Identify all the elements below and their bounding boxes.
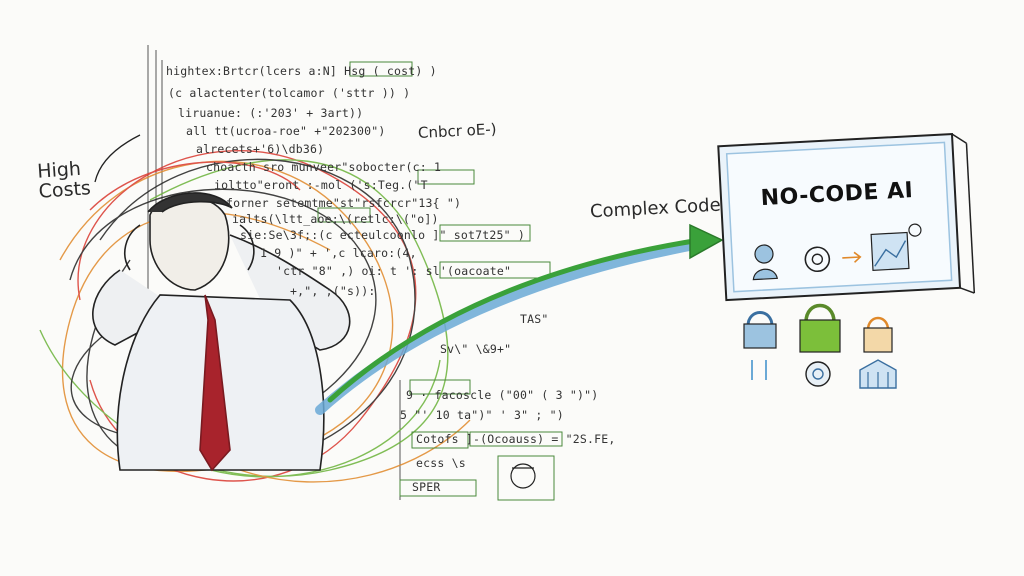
- code-line: choacth sro munveer"sobocter(c: 1: [206, 160, 442, 174]
- nocode-panel: NO-CODE AI: [720, 132, 958, 294]
- code-line: Cotofs ]-(Ocoauss) = "2S.FE,: [416, 432, 616, 446]
- code-line: SPER: [412, 480, 441, 494]
- code-line: Sv\" \&9+": [440, 342, 512, 356]
- code-highlight-boxes: [317, 61, 563, 501]
- arrow-icon: [842, 251, 862, 263]
- code-line: ecss \s: [416, 456, 466, 470]
- at-icon: [804, 246, 831, 273]
- code-line: TAS": [520, 312, 549, 326]
- transition-arrow: [315, 223, 724, 415]
- code-line: sie:Se\3f;:(c ecteulcoonlo ]" sot7t25" ): [240, 228, 525, 242]
- lock-icon: [863, 316, 893, 353]
- code-line: liruanue: (:'203' + 3art)): [178, 106, 364, 120]
- code-line: all tt(ucroa-roe" +"202300"): [186, 124, 386, 138]
- code-line: 1 9 )" + ',c lcaro:(4,: [260, 246, 417, 260]
- chart-icon: [870, 223, 922, 271]
- lock-icon: [743, 311, 777, 380]
- code-line: +,", ;("s)):: [290, 284, 376, 298]
- code-line: (c alactenter(tolcamor ('sttr )) ): [168, 86, 411, 100]
- stressed-man-figure: [92, 192, 351, 472]
- code-line: 9 · facoscle ("00" ( 3 ")"): [406, 388, 599, 402]
- code-line: hightex:Brtcr(lcers a:N] Hsg ( cost) ): [166, 64, 437, 78]
- high-costs-label: High Costs: [36, 157, 92, 203]
- user-icon: [752, 244, 779, 281]
- small-face-sketch: [510, 463, 536, 489]
- code-line: 5 "' 10 ta")" ' 3" ; "): [400, 408, 564, 422]
- code-line: forner setemtme"st"rsfcrcr"13{ "): [226, 196, 462, 210]
- lock-icon: [799, 303, 841, 353]
- building-icon: [859, 359, 897, 389]
- target-icon: [805, 361, 831, 387]
- code-line: ioltto"eront :-mol ('s:Teg.("T: [214, 178, 428, 192]
- high-costs-arrow: [94, 134, 141, 183]
- code-line: alrecets+'6)\db36): [196, 142, 325, 156]
- nocode-title: NO-CODE AI: [760, 178, 914, 212]
- code-line: ialts(\ltt_aoe:\(retlc:\("o]): [232, 212, 439, 226]
- code-line: 'ctr "8" ,) oi: t ': sl'(oacoate": [276, 264, 512, 278]
